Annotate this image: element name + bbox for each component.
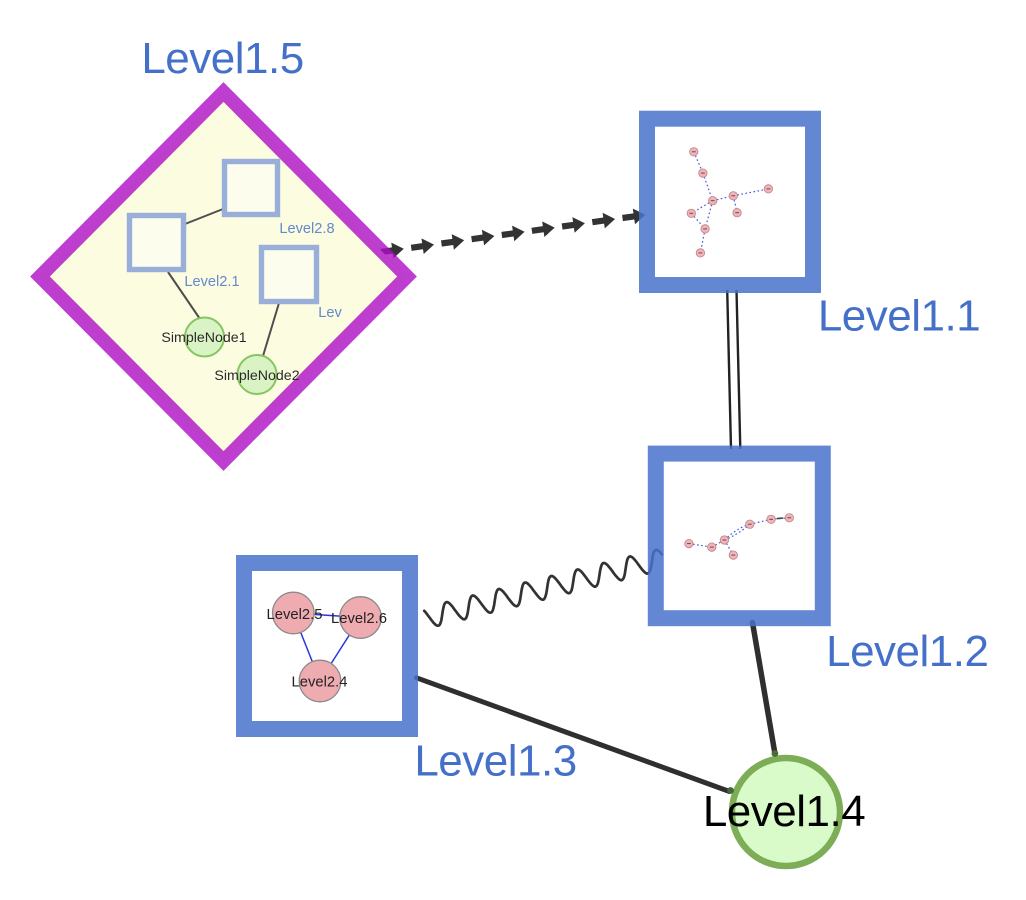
svg-text:SimpleNode1: SimpleNode1 [161, 330, 246, 346]
svg-text:Level2.4: Level2.4 [292, 675, 348, 691]
svg-text:Level2.6: Level2.6 [331, 611, 387, 627]
svg-text:Level1.5: Level1.5 [141, 34, 303, 83]
svg-text:Level1.2: Level1.2 [826, 627, 988, 676]
svg-text:Level1.4: Level1.4 [703, 787, 865, 836]
svg-text:Level1.3: Level1.3 [414, 736, 576, 785]
svg-text:Level2.1: Level2.1 [184, 274, 239, 290]
svg-text:SimpleNode2: SimpleNode2 [214, 368, 299, 384]
svg-text:Level1.1: Level1.1 [818, 292, 980, 341]
svg-text:Level2.5: Level2.5 [267, 607, 323, 623]
svg-text:Lev: Lev [318, 305, 342, 321]
svg-text:Level2.8: Level2.8 [279, 221, 334, 237]
